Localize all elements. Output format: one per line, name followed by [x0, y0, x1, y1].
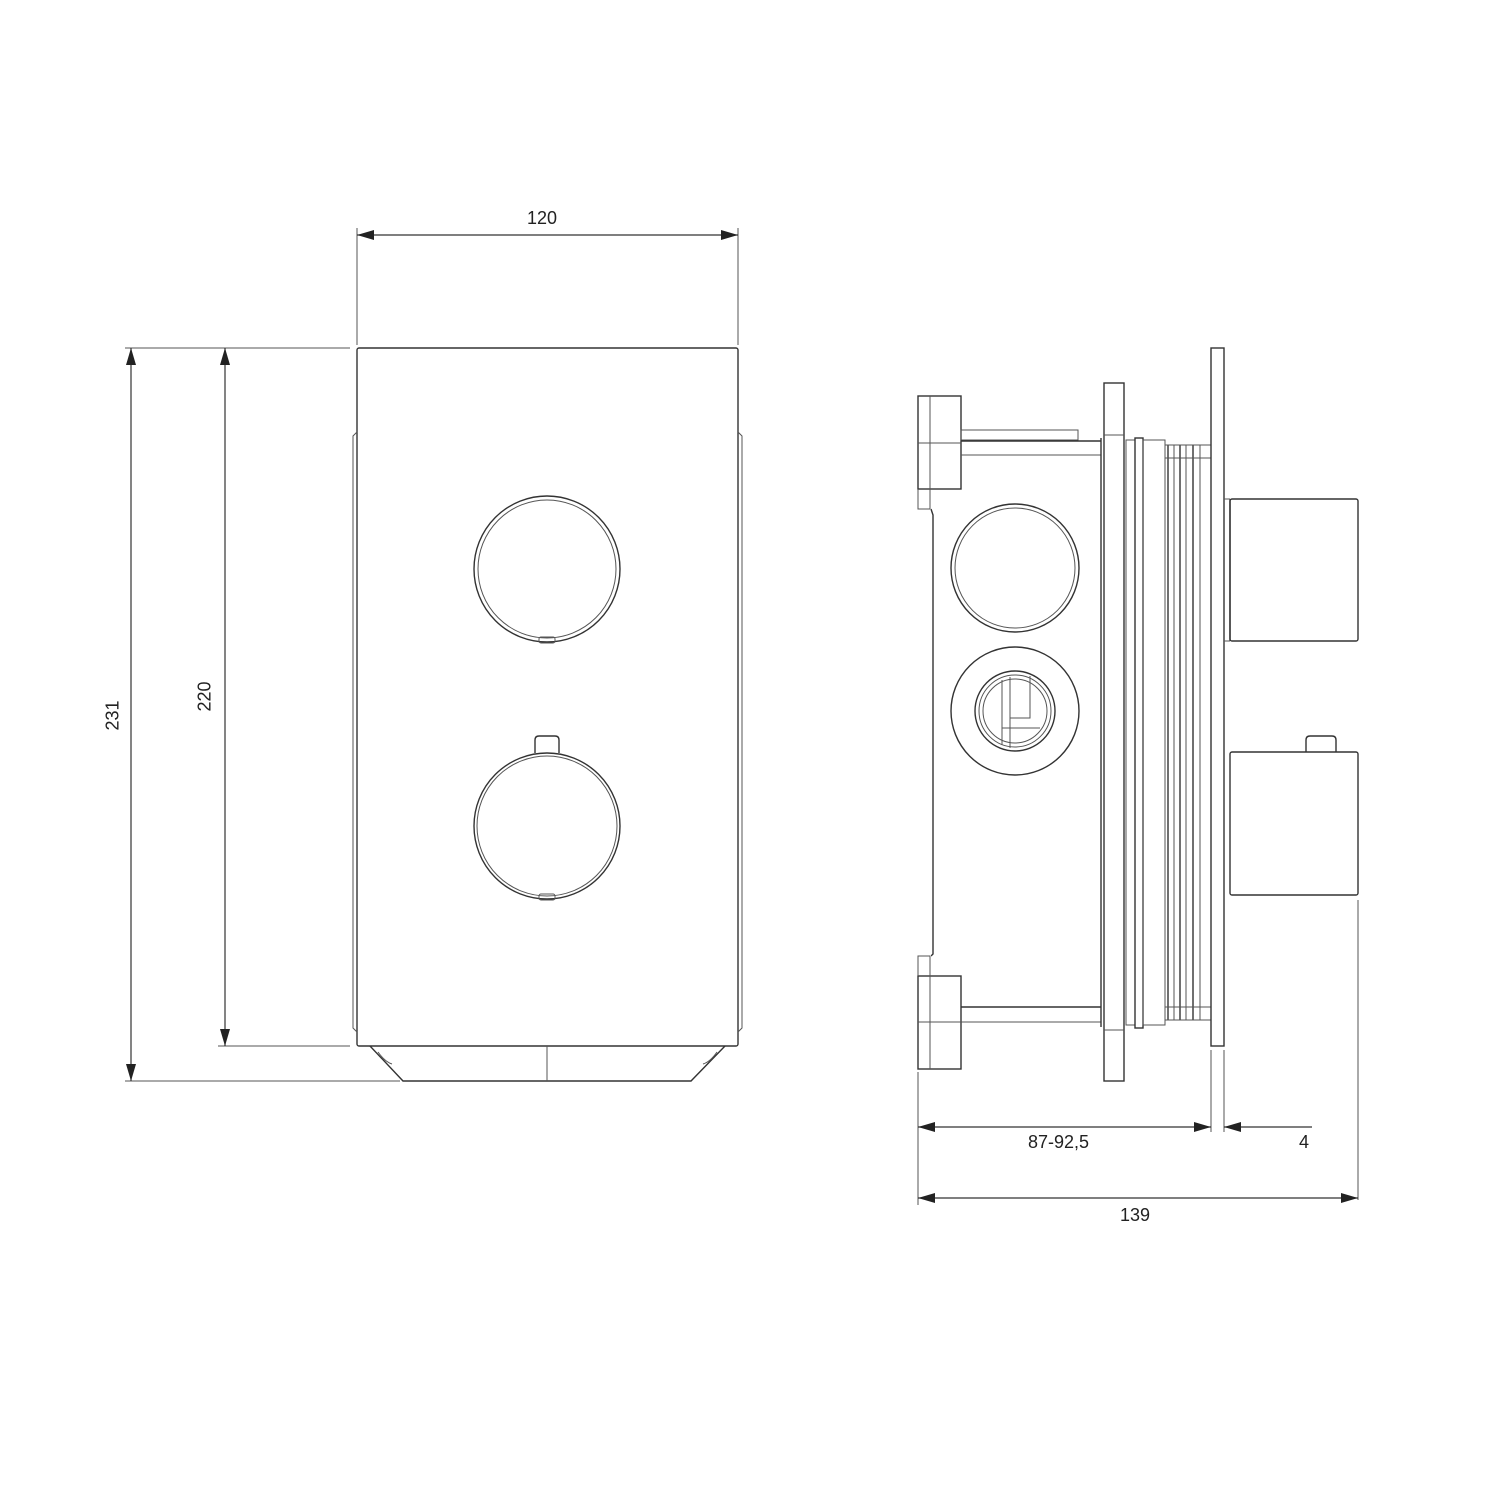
dim-plate-thickness-label: 4: [1299, 1132, 1310, 1152]
dim-height-total-label: 231: [102, 700, 123, 731]
thread-fins: [1165, 444, 1211, 1021]
dim-install-depth-label: 87-92,5: [1028, 1132, 1090, 1152]
front-view: [125, 228, 743, 1082]
dim-width-label: 120: [527, 208, 558, 228]
dim-height-plate-label: 220: [194, 681, 215, 712]
dim-total-depth-label: 139: [1120, 1205, 1151, 1225]
side-view: [917, 347, 1359, 1205]
